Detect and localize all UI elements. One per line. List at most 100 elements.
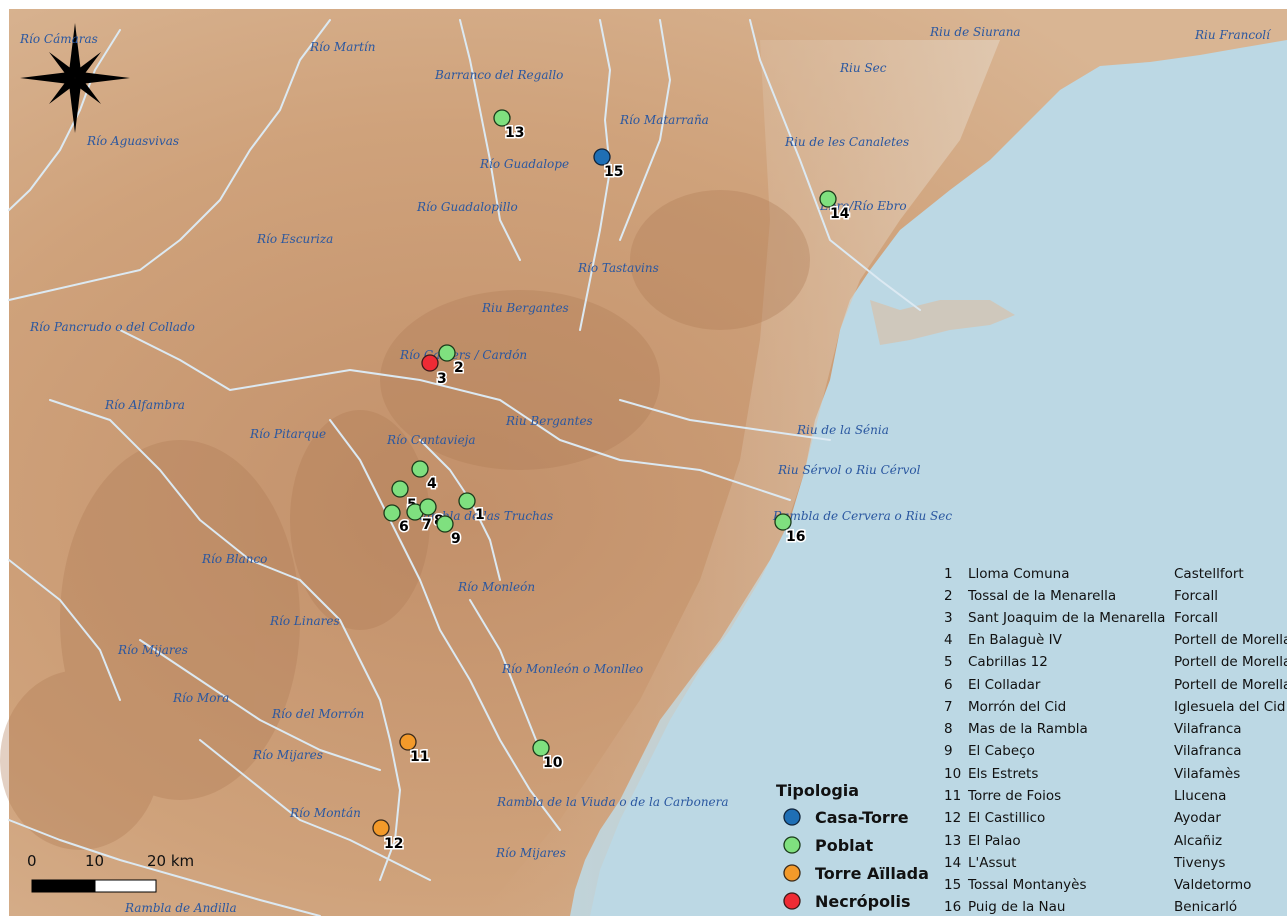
site-list-name: Tossal Montanyès bbox=[967, 877, 1087, 893]
site-list-name: El Palao bbox=[968, 833, 1021, 849]
river-label: Río Aguasvivas bbox=[86, 134, 179, 148]
site-list-name: El Castillico bbox=[968, 810, 1045, 826]
river-label: Río Pitarque bbox=[249, 427, 326, 441]
site-circle[interactable] bbox=[383, 504, 401, 522]
legend-swatch-casa-torre bbox=[783, 808, 801, 826]
site-list-number: 8 bbox=[944, 721, 953, 737]
site-number: 1 bbox=[475, 507, 485, 523]
river-labels: Río Cámaras Río Martín Barranco del Rega… bbox=[19, 25, 1272, 915]
site-list-number: 4 bbox=[944, 632, 953, 648]
site-list-number: 3 bbox=[944, 610, 953, 626]
site-list-row: 16 Puig de la Nau Benicarló bbox=[944, 899, 1237, 915]
river-label: Rambla de la Viuda o de la Carbonera bbox=[496, 795, 729, 809]
site-marker[interactable]: 16 bbox=[774, 513, 807, 547]
site-list-place: Vilafranca bbox=[1174, 721, 1242, 737]
river-label: Río Mijares bbox=[252, 748, 323, 762]
site-number: 11 bbox=[410, 749, 429, 765]
site-list-number: 10 bbox=[944, 766, 961, 782]
site-list-place: Benicarló bbox=[1174, 899, 1237, 915]
site-list-place: Iglesuela del Cid bbox=[1174, 699, 1285, 715]
site-list-place: Castellfort bbox=[1174, 566, 1244, 582]
site-circle[interactable] bbox=[438, 344, 456, 362]
site-marker[interactable]: 2 bbox=[438, 344, 465, 378]
site-list-place: Vilafranca bbox=[1174, 743, 1242, 759]
site-circle[interactable] bbox=[372, 819, 390, 837]
site-marker[interactable]: 3 bbox=[421, 354, 448, 389]
site-circle[interactable] bbox=[419, 498, 437, 516]
scale-label: 0 bbox=[27, 852, 37, 870]
site-markers: 1 2 3 4 5 6 7 8 bbox=[372, 109, 851, 854]
site-circle[interactable] bbox=[421, 354, 439, 372]
site-number: 2 bbox=[454, 360, 464, 376]
site-number: 3 bbox=[437, 371, 447, 387]
site-marker[interactable]: 1 bbox=[458, 492, 486, 525]
site-list-place: Tivenys bbox=[1173, 855, 1225, 871]
site-list-name: Puig de la Nau bbox=[968, 899, 1065, 915]
legend-item: Casa-Torre bbox=[783, 808, 909, 827]
relief-shading bbox=[0, 190, 810, 850]
river-label: Riu de les Canaletes bbox=[784, 135, 909, 149]
site-circle[interactable] bbox=[399, 733, 417, 751]
site-circle[interactable] bbox=[819, 190, 837, 208]
site-number: 13 bbox=[505, 125, 524, 141]
site-list-place: Forcall bbox=[1174, 610, 1218, 626]
site-circle[interactable] bbox=[493, 109, 511, 127]
site-marker[interactable]: 14 bbox=[819, 190, 851, 224]
site-list-place: Llucena bbox=[1174, 788, 1226, 804]
site-circle[interactable] bbox=[532, 739, 550, 757]
site-marker[interactable]: 9 bbox=[436, 515, 462, 549]
site-marker[interactable]: 11 bbox=[399, 733, 431, 767]
site-list-place: Portell de Morella bbox=[1174, 654, 1287, 670]
site-list-row: 12 El Castillico Ayodar bbox=[944, 810, 1221, 826]
site-circle[interactable] bbox=[436, 515, 454, 533]
scale-label: 10 bbox=[85, 852, 104, 870]
map-frame-top bbox=[0, 0, 1287, 9]
site-marker[interactable]: 10 bbox=[532, 739, 564, 773]
river-label: Río Matarraña bbox=[619, 113, 709, 127]
site-list-number: 7 bbox=[944, 699, 953, 715]
river-label: Río Mijares bbox=[495, 846, 566, 860]
site-circle[interactable] bbox=[458, 492, 476, 510]
river-label: Riu Francolí bbox=[1194, 28, 1272, 42]
river-label: Río Guadalopillo bbox=[416, 200, 518, 214]
river-label: Río Monleón bbox=[457, 580, 535, 594]
site-marker[interactable]: 12 bbox=[372, 819, 405, 854]
site-list: 1 Lloma Comuna Castellfort 2 Tossal de l… bbox=[944, 566, 1287, 915]
site-list-row: 7 Morrón del Cid Iglesuela del Cid bbox=[944, 699, 1285, 715]
site-list-name: Cabrillas 12 bbox=[968, 654, 1048, 670]
site-number: 15 bbox=[604, 164, 623, 180]
site-marker[interactable]: 6 bbox=[383, 504, 410, 537]
river-label: Río Guadalope bbox=[479, 157, 569, 171]
river-label: Río Cámaras bbox=[19, 32, 98, 46]
site-circle[interactable] bbox=[774, 513, 792, 531]
river-label: Río Martín bbox=[309, 40, 375, 54]
legend: Tipologia Casa-Torre Poblat Torre Aïllad… bbox=[776, 781, 929, 911]
site-list-row: 9 El Cabeço Vilafranca bbox=[944, 743, 1242, 759]
site-list-number: 16 bbox=[944, 899, 961, 915]
river-label: Río Cantavieja bbox=[386, 433, 476, 447]
site-marker[interactable]: 4 bbox=[411, 460, 439, 494]
site-marker[interactable]: 15 bbox=[593, 148, 625, 182]
site-list-row: 14 L'Assut Tivenys bbox=[944, 855, 1225, 871]
site-list-number: 15 bbox=[944, 877, 961, 893]
legend-item: Necrópolis bbox=[783, 892, 911, 911]
river-label: Río Blanco bbox=[201, 552, 267, 566]
river-label: Riu Sec bbox=[839, 61, 887, 75]
site-marker[interactable]: 13 bbox=[493, 109, 526, 143]
site-list-name: El Colladar bbox=[968, 677, 1041, 693]
site-circle[interactable] bbox=[411, 460, 429, 478]
site-list-row: 2 Tossal de la Menarella Forcall bbox=[944, 588, 1218, 604]
site-number: 14 bbox=[830, 206, 850, 222]
site-list-row: 5 Cabrillas 12 Portell de Morella bbox=[944, 654, 1287, 670]
river-label: Río Monleón o Monlleo bbox=[501, 662, 643, 676]
river-label: Río Alfambra bbox=[104, 398, 185, 412]
site-number: 16 bbox=[786, 529, 805, 545]
site-list-place: Valdetormo bbox=[1174, 877, 1251, 893]
river-label: Río Pancrudo o del Collado bbox=[29, 320, 195, 334]
site-circle[interactable] bbox=[593, 148, 611, 166]
site-list-number: 13 bbox=[944, 833, 961, 849]
site-list-number: 9 bbox=[944, 743, 953, 759]
site-circle[interactable] bbox=[391, 480, 409, 498]
river-label: Riu de Siurana bbox=[929, 25, 1021, 39]
